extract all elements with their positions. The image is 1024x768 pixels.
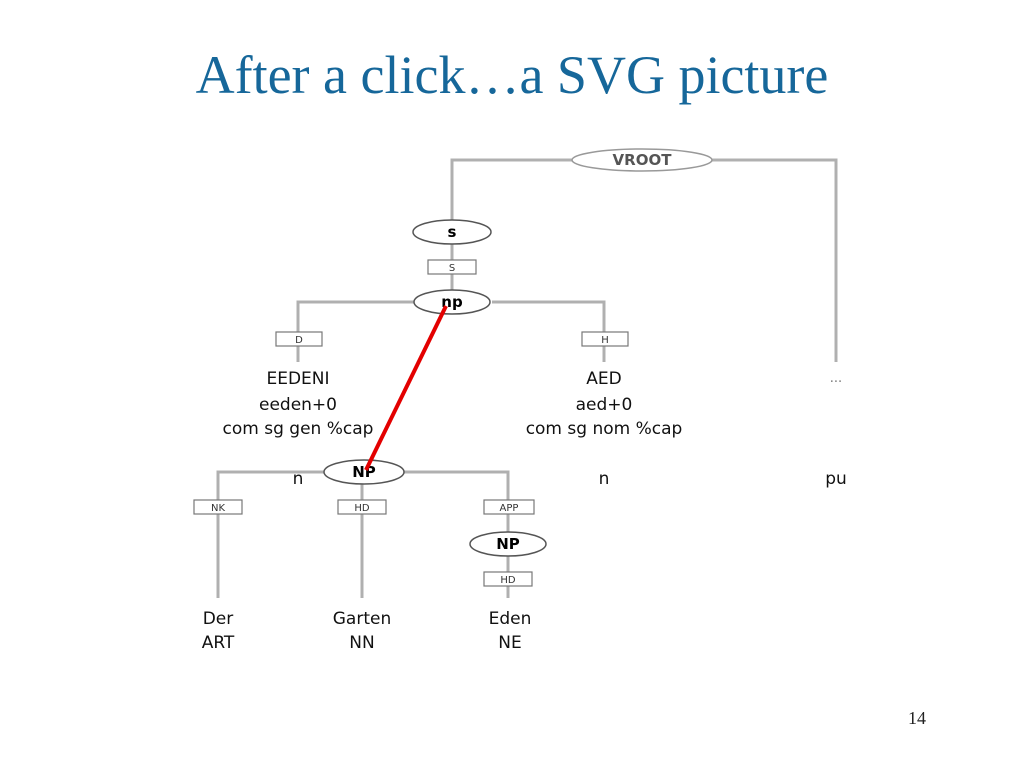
right-leaf-word: AED <box>586 369 621 389</box>
tag-art: ART <box>202 633 235 653</box>
tag-n-left: n <box>293 469 304 489</box>
nk-edge-box <box>193 499 243 515</box>
inner-np-label: NP <box>352 463 376 481</box>
tag-n-right: n <box>599 469 610 489</box>
nk-edge-label: NK <box>211 503 225 514</box>
edge-vroot-punct <box>712 158 838 362</box>
highlight-dependency-line <box>364 305 448 471</box>
right-leaf-morph: com sg nom %cap <box>526 419 683 439</box>
app-edge-box <box>483 499 535 515</box>
d-edge-box <box>275 331 323 347</box>
edge-inner-np-nk <box>216 470 324 598</box>
word-garten: Garten <box>333 609 391 629</box>
nested-np-node[interactable] <box>469 531 547 557</box>
inner-np-node[interactable] <box>323 459 405 485</box>
word-der: Der <box>203 609 234 629</box>
nested-np-label: NP <box>496 535 520 553</box>
right-leaf-lemma: aed+0 <box>576 395 633 415</box>
left-leaf-word: EEDENI <box>266 369 329 389</box>
tag-pu: pu <box>825 469 847 489</box>
hd-edge-label: HD <box>354 503 370 514</box>
h-edge-box <box>581 331 629 347</box>
word-eden: Eden <box>489 609 532 629</box>
slide-title: After a click…a SVG picture <box>195 45 829 105</box>
nested-hd-edge-label: HD <box>500 575 516 586</box>
slide-number: 14 <box>908 708 926 728</box>
np-node[interactable] <box>413 289 491 315</box>
nested-hd-edge-box <box>483 571 533 587</box>
tag-ne: NE <box>498 633 521 653</box>
edge-vroot-s <box>450 158 572 232</box>
s-edge-box <box>427 259 477 275</box>
vroot-label: VROOT <box>613 151 673 169</box>
d-edge-label: D <box>295 335 303 346</box>
edge-inner-np-app <box>404 470 510 544</box>
vroot-node[interactable] <box>571 148 713 172</box>
s-node[interactable] <box>412 219 492 245</box>
s-edge-label: S <box>449 263 455 274</box>
left-leaf-lemma: eeden+0 <box>259 395 337 415</box>
hd-edge-box <box>337 499 387 515</box>
left-leaf-morph: com sg gen %cap <box>223 419 374 439</box>
tag-nn: NN <box>349 633 374 653</box>
app-edge-label: APP <box>500 503 519 514</box>
s-node-label: s <box>448 223 457 241</box>
h-edge-label: H <box>601 335 609 346</box>
punct-leaf: ... <box>830 371 842 386</box>
